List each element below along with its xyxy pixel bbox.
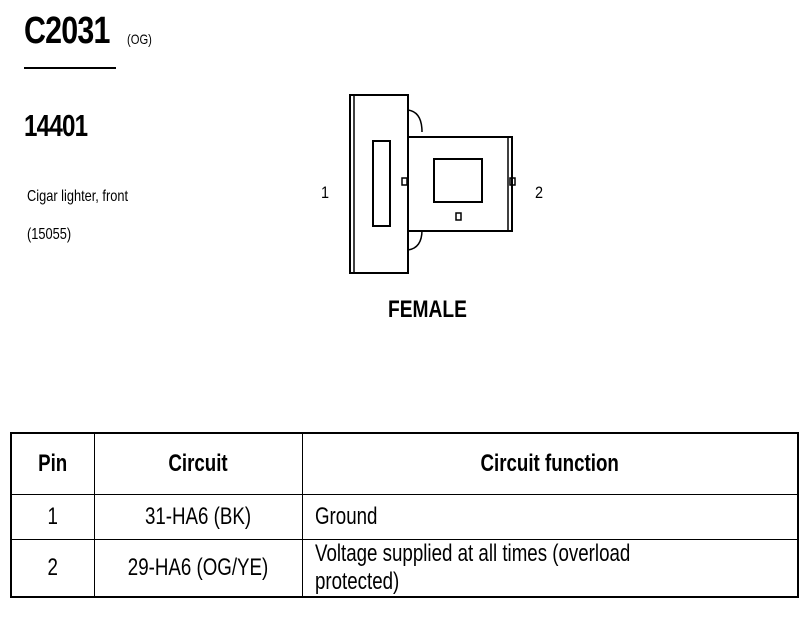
table-row: 2 29-HA6 (OG/YE) Voltage supplied at all… [10, 539, 799, 598]
header-pin: Pin [10, 432, 95, 495]
pin-label-right: 2 [535, 183, 544, 202]
plug-body [407, 136, 513, 232]
upper-latch [407, 109, 423, 133]
header-circuit: Circuit [94, 432, 303, 495]
connector-color: (OG) [127, 31, 152, 47]
cell-circuit-function: Voltage supplied at all times (overload … [302, 539, 799, 598]
cell-circuit: 31-HA6 (BK) [94, 494, 303, 540]
cell-pin: 1 [10, 494, 95, 540]
cell-circuit: 29-HA6 (OG/YE) [94, 539, 303, 598]
key-bottom [455, 212, 462, 221]
lower-latch [407, 229, 423, 251]
component-code: (15055) [27, 226, 72, 243]
key-left [401, 177, 408, 186]
connector-id: C2031 [24, 10, 110, 52]
table-header-row: Pin Circuit Circuit function [10, 432, 799, 495]
pinout-table: Pin Circuit Circuit function 1 31-HA6 (B… [10, 432, 799, 598]
connector-housing [349, 94, 409, 274]
cell-pin: 2 [10, 539, 95, 598]
connector-gender: FEMALE [388, 296, 467, 323]
pin-label-left: 1 [321, 183, 330, 202]
key-right [509, 177, 516, 186]
table-row: 1 31-HA6 (BK) Ground [10, 494, 799, 540]
part-number: 14401 [24, 108, 88, 143]
title-underline [24, 67, 116, 69]
pin-1-cavity [372, 140, 391, 227]
header-circuit-function: Circuit function [302, 432, 799, 495]
component-name: Cigar lighter, front [27, 188, 129, 205]
connector-face-diagram [349, 94, 516, 274]
cell-circuit-function: Ground [302, 494, 799, 540]
pin-2-cavity [433, 158, 483, 203]
